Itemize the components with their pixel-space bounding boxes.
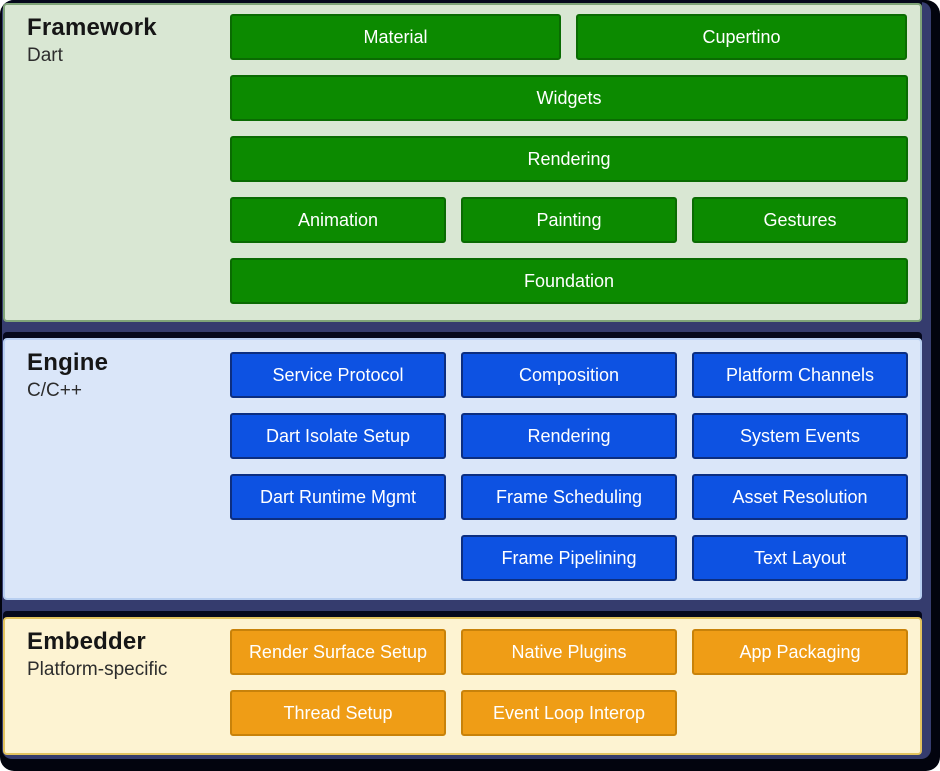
box-asset-resolution: Asset Resolution [692,474,908,520]
embedder-boxes: Render Surface Setup Native Plugins App … [230,629,908,736]
engine-layer-head: Engine C/C++ [27,349,108,402]
framework-layer-panel: Framework Dart Material Cupertino Widget… [3,3,922,322]
box-dart-isolate-setup: Dart Isolate Setup [230,413,446,459]
embedder-row-2: Thread Setup Event Loop Interop [230,690,908,736]
engine-row-2: Dart Isolate Setup Rendering System Even… [230,413,908,459]
box-painting: Painting [461,197,677,243]
box-gestures: Gestures [692,197,908,243]
box-service-protocol: Service Protocol [230,352,446,398]
box-render-surface-setup: Render Surface Setup [230,629,446,675]
engine-row-3: Dart Runtime Mgmt Frame Scheduling Asset… [230,474,908,520]
framework-layer-language: Dart [27,44,63,66]
box-frame-pipelining: Frame Pipelining [461,535,677,581]
box-dart-runtime-mgmt: Dart Runtime Mgmt [230,474,446,520]
box-platform-channels: Platform Channels [692,352,908,398]
embedder-layer-panel: Embedder Platform-specific Render Surfac… [3,617,922,755]
box-frame-scheduling: Frame Scheduling [461,474,677,520]
box-cupertino: Cupertino [576,14,907,60]
embedder-row-1: Render Surface Setup Native Plugins App … [230,629,908,675]
engine-boxes: Service Protocol Composition Platform Ch… [230,352,908,581]
engine-row-1: Service Protocol Composition Platform Ch… [230,352,908,398]
framework-row-3: Rendering [230,136,908,182]
box-animation: Animation [230,197,446,243]
box-event-loop-interop: Event Loop Interop [461,690,677,736]
framework-layer-head: Framework Dart [27,14,157,67]
embedder-layer-title: Embedder [27,628,146,655]
box-material: Material [230,14,561,60]
engine-layer-panel: Engine C/C++ Service Protocol Compositio… [3,338,922,600]
box-native-plugins: Native Plugins [461,629,677,675]
box-composition: Composition [461,352,677,398]
framework-boxes: Material Cupertino Widgets Rendering Ani… [230,14,908,304]
framework-row-5: Foundation [230,258,908,304]
embedder-layer-language: Platform-specific [27,658,168,680]
framework-row-4: Animation Painting Gestures [230,197,908,243]
engine-layer-title: Engine [27,349,109,376]
embedder-layer-head: Embedder Platform-specific [27,628,167,681]
box-system-events: System Events [692,413,908,459]
box-thread-setup: Thread Setup [230,690,446,736]
framework-row-2: Widgets [230,75,908,121]
framework-row-1: Material Cupertino [230,14,908,60]
box-text-layout: Text Layout [692,535,908,581]
box-app-packaging: App Packaging [692,629,908,675]
engine-row-4: Frame Pipelining Text Layout [230,535,908,581]
framework-layer-title: Framework [27,14,157,41]
engine-layer-language: C/C++ [27,379,82,401]
box-rendering-framework: Rendering [230,136,908,182]
box-widgets: Widgets [230,75,908,121]
box-rendering-engine: Rendering [461,413,677,459]
box-foundation: Foundation [230,258,908,304]
